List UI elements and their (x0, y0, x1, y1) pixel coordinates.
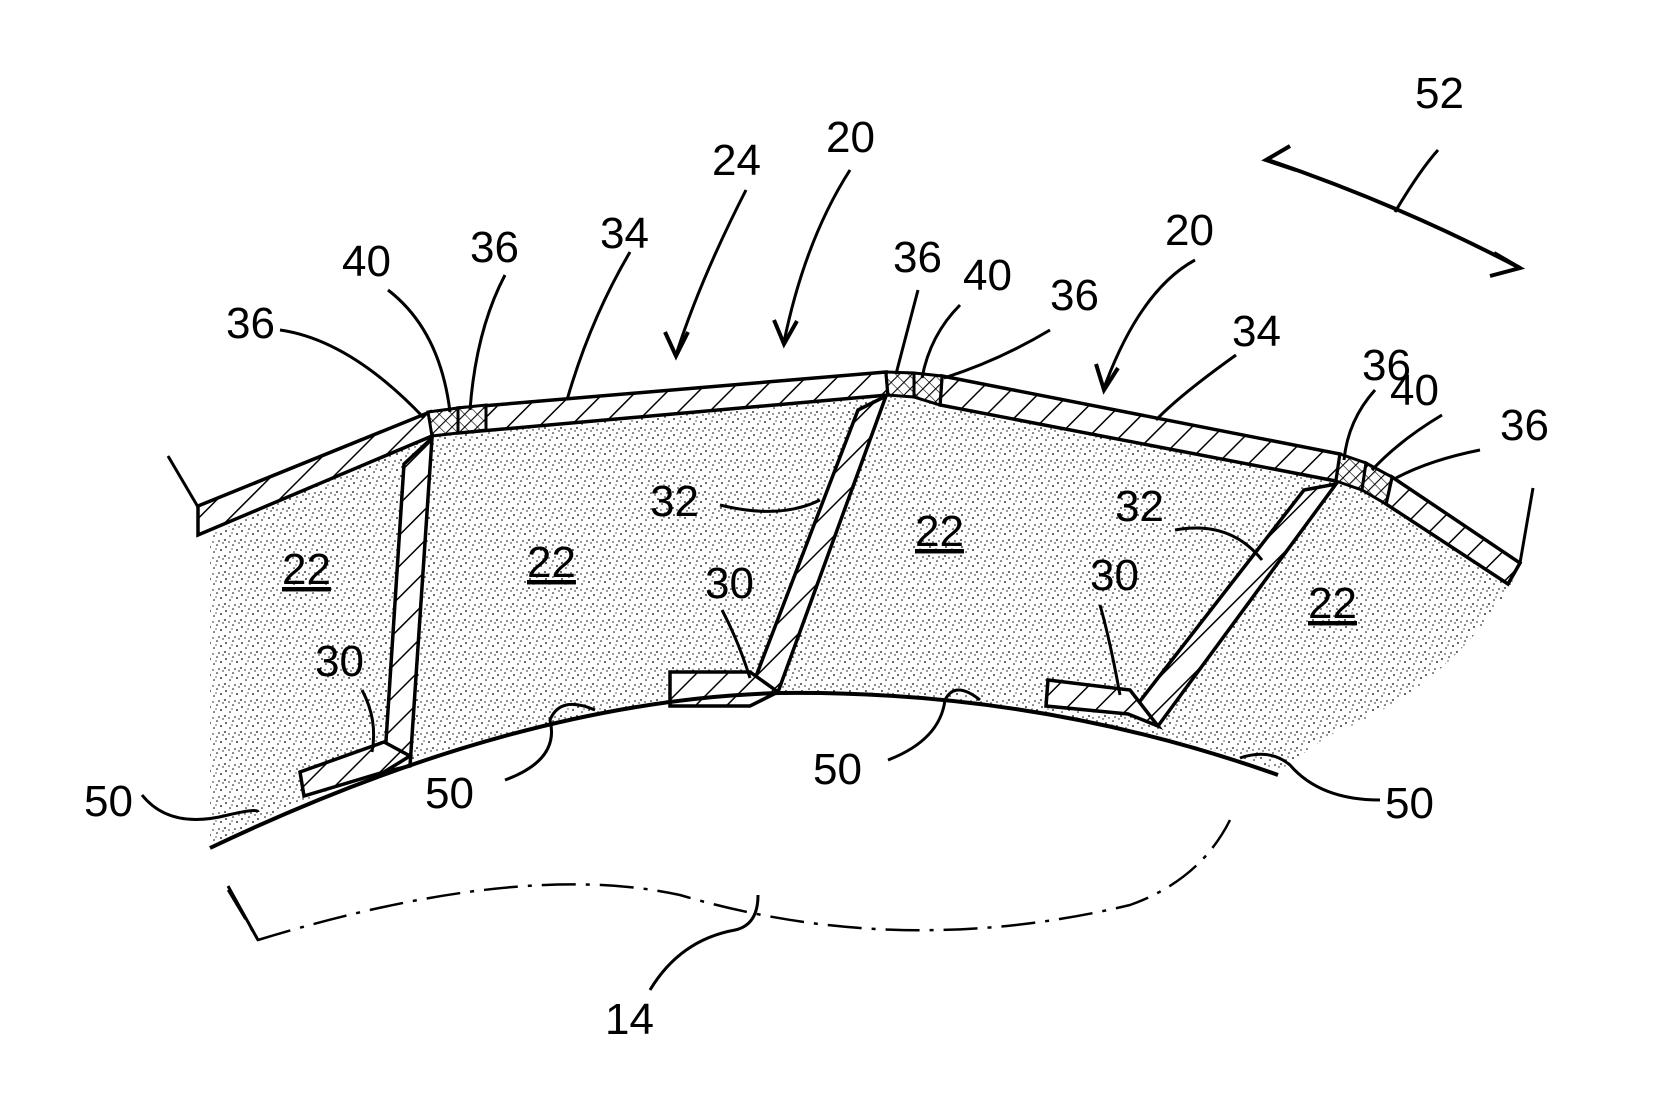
label-30-c: 30 (1090, 551, 1139, 600)
leader-36a (280, 330, 424, 418)
joint-mid-36 (886, 372, 914, 397)
label-40-second: 40 (963, 251, 1012, 300)
label-14: 14 (605, 995, 654, 1044)
leader-14 (650, 895, 758, 990)
label-32-b: 32 (1115, 482, 1164, 531)
label-50-d: 50 (1385, 779, 1434, 828)
label-34-b: 34 (1232, 307, 1281, 356)
label-36-f: 36 (1500, 401, 1549, 450)
label-22-a: 22 (282, 545, 331, 594)
label-36-d: 36 (1050, 271, 1099, 320)
label-20-first: 20 (826, 113, 875, 162)
label-22-b: 22 (527, 538, 576, 587)
leader-36e (1344, 390, 1375, 460)
label-50-a: 50 (84, 777, 133, 826)
label-36-a: 36 (226, 299, 275, 348)
label-50-b: 50 (425, 769, 474, 818)
leader-36d (944, 330, 1050, 378)
break-line-bottom (228, 886, 258, 940)
label-24: 24 (712, 136, 761, 185)
label-30-a: 30 (315, 637, 364, 686)
direction-arrow-52 (1268, 160, 1520, 268)
arrowhead-52-left (1266, 146, 1296, 170)
arrow-24 (676, 190, 746, 355)
joint-mid-40 (914, 373, 942, 405)
leader-36f (1396, 450, 1480, 478)
leader-52 (1395, 150, 1438, 212)
break-line-left (168, 456, 198, 507)
component-14-outline (228, 820, 1230, 940)
label-52: 52 (1415, 69, 1464, 118)
joint-left-36a (428, 408, 458, 436)
joint-left-40 (458, 405, 486, 433)
leader-34b (1156, 355, 1236, 420)
label-50-c: 50 (813, 745, 862, 794)
arrowhead-24 (665, 332, 688, 356)
label-36-e: 36 (1362, 341, 1411, 390)
label-36-c: 36 (893, 233, 942, 282)
label-22-c: 22 (915, 507, 964, 556)
label-40-first: 40 (342, 237, 391, 286)
arrow-20a (784, 170, 850, 342)
label-20-second: 20 (1165, 206, 1214, 255)
label-36-b: 36 (470, 223, 519, 272)
label-34-a: 34 (600, 209, 649, 258)
label-22-d: 22 (1308, 579, 1357, 628)
leader-34a (567, 252, 630, 400)
leader-36b (470, 275, 505, 410)
break-line-right (1520, 488, 1533, 563)
leader-36c (896, 290, 918, 374)
label-30-b: 30 (705, 559, 754, 608)
label-32-a: 32 (650, 477, 699, 526)
leader-40b (922, 305, 960, 378)
